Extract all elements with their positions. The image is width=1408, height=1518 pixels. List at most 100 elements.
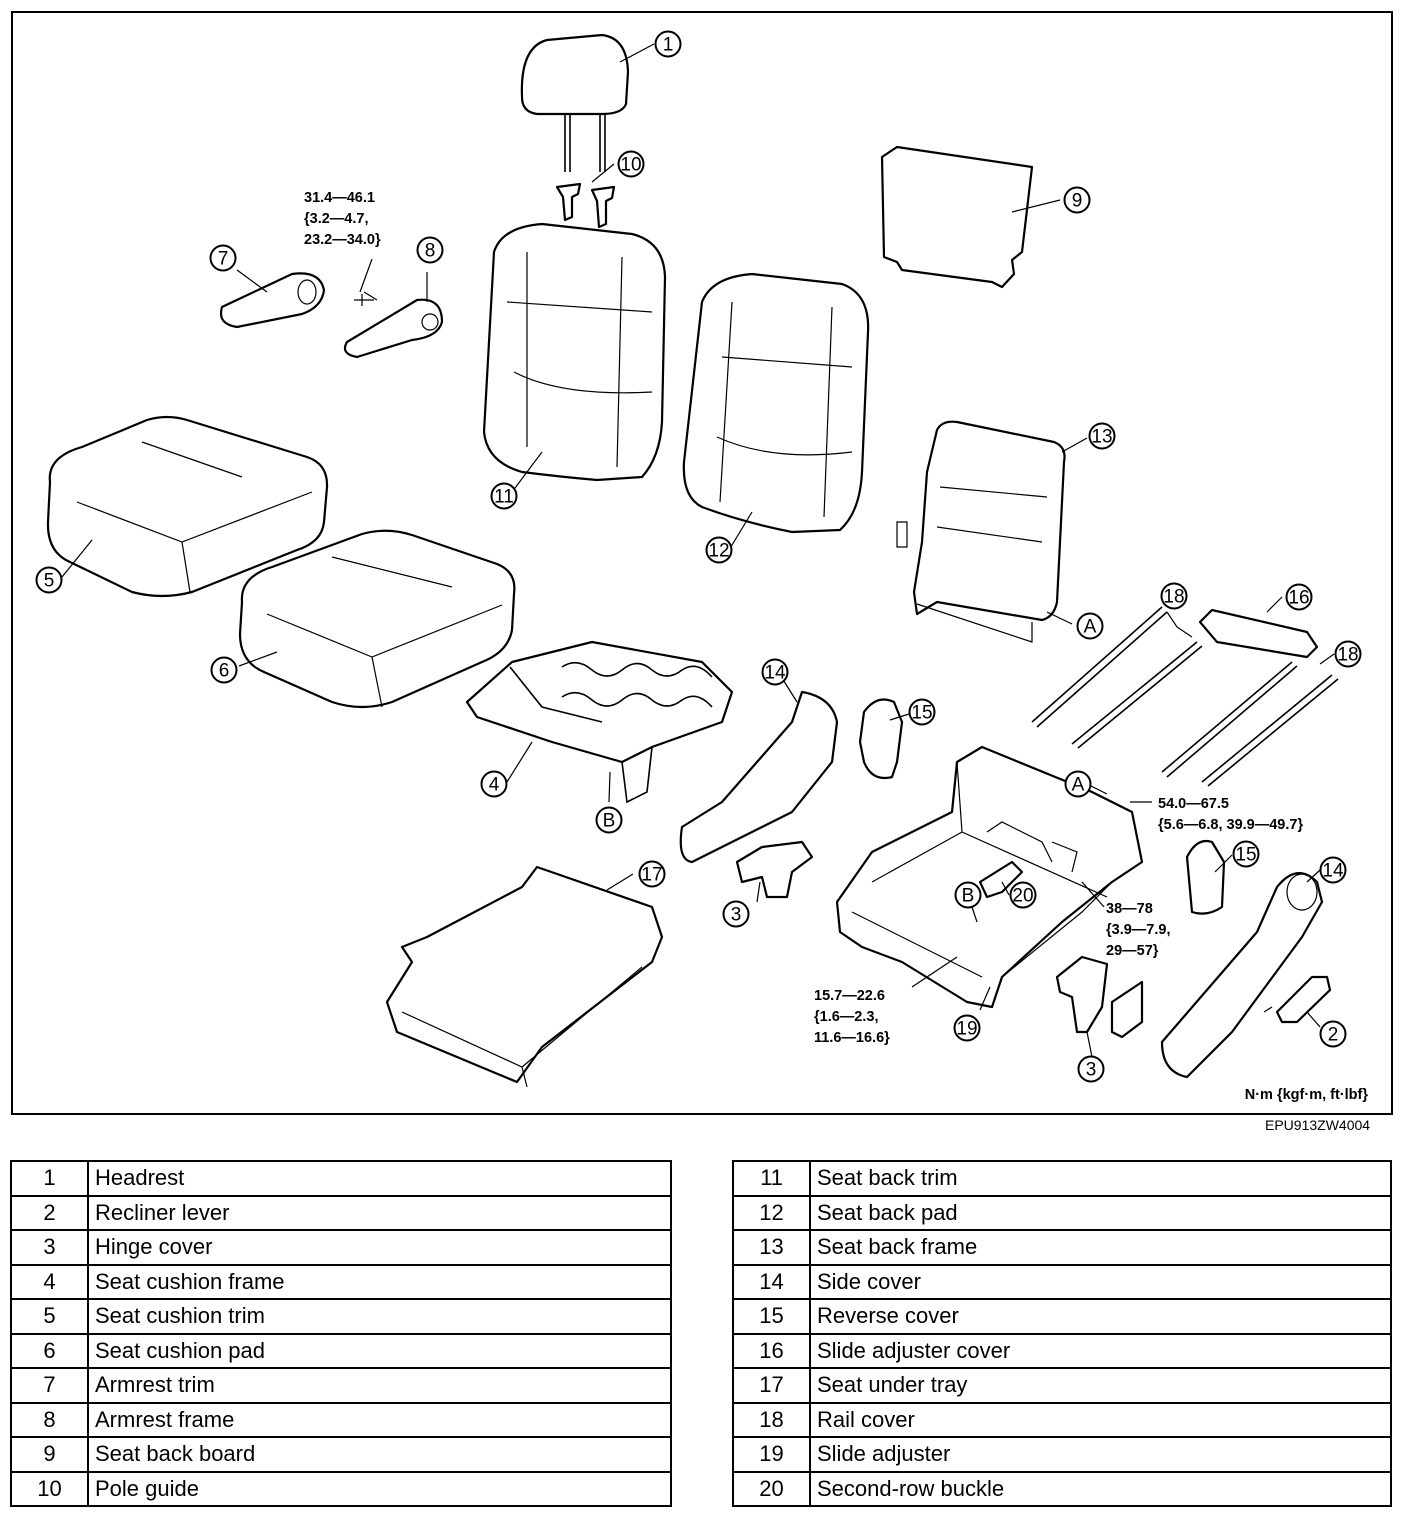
svg-text:11: 11 [494,487,514,508]
part-number: 20 [732,1470,811,1507]
callout-19: 19 [953,1014,981,1042]
callout-17: 17 [638,860,666,888]
part-name: Slide adjuster cover [809,1332,1392,1369]
part-number: 12 [732,1194,811,1231]
svg-text:13: 13 [1091,427,1112,448]
svg-text:B: B [962,886,975,907]
callout-18: 18 [1160,582,1188,610]
svg-text:2: 2 [1328,1025,1339,1046]
part-number: 4 [10,1263,89,1300]
part-number: 8 [10,1401,89,1438]
side-cover-left-part [679,690,839,864]
side-cover-right-part [1160,872,1324,1079]
headrest-part [520,33,630,172]
svg-text:B: B [603,811,616,832]
part-name: Armrest frame [87,1401,672,1438]
part-number: 6 [10,1332,89,1369]
part-number: 9 [10,1436,89,1473]
part-number: 7 [10,1367,89,1404]
part-number: 16 [732,1332,811,1369]
part-number: 15 [732,1298,811,1335]
torque-spec-3: 38—78{3.9—7.9,29—57} [1106,901,1171,959]
svg-text:12: 12 [708,541,729,562]
callout-10: 10 [617,150,645,178]
part-name: Seat cushion frame [87,1263,672,1300]
slide-adjuster-cover-part [1198,608,1319,659]
seat-cushion-pad-part [238,529,516,709]
svg-text:9: 9 [1072,191,1083,212]
callout-3: 3 [722,900,750,928]
svg-text:6: 6 [219,661,230,682]
svg-text:17: 17 [641,865,662,886]
part-name: Seat back board [87,1436,672,1473]
callout-8: 8 [416,236,444,264]
svg-text:20: 20 [1012,886,1033,907]
pole-guide-part [555,182,616,229]
callout-2: 2 [1319,1020,1347,1048]
torque-spec-4: 15.7—22.6{1.6—2.3,11.6—16.6} [814,988,890,1046]
callout-11: 11 [490,482,518,510]
part-number: 2 [10,1194,89,1231]
part-name: Seat back pad [809,1194,1392,1231]
svg-text:15: 15 [911,703,932,724]
part-number: 3 [10,1229,89,1266]
second-row-buckle-part [978,860,1024,899]
part-name: Seat back trim [809,1160,1392,1197]
hinge-cover-right-part [1055,955,1144,1039]
svg-text:18: 18 [1163,587,1184,608]
part-name: Reverse cover [809,1298,1392,1335]
svg-text:4: 4 [489,775,500,796]
part-name: Second-row buckle [809,1470,1392,1507]
callout-1: 1 [654,30,682,58]
part-name: Slide adjuster [809,1436,1392,1473]
callout-12: 12 [705,536,733,564]
part-name: Seat cushion trim [87,1298,672,1335]
svg-text:3: 3 [731,905,742,926]
callout-14: 14 [1319,856,1347,884]
rail-cover-part [1031,606,1339,787]
reverse-cover-right-part [1185,839,1226,915]
torque-labels: 31.4—46.1{3.2—4.7,23.2—34.0} 54.0—67.5{5.… [304,190,1303,1046]
torque-spec-2: 54.0—67.5{5.6—6.8, 39.9—49.7} [1158,796,1303,833]
svg-text:18: 18 [1337,645,1358,666]
svg-text:14: 14 [764,663,786,684]
reverse-cover-part [858,698,904,780]
part-name: Rail cover [809,1401,1392,1438]
callout-4: 4 [480,770,508,798]
callout-B: B [595,806,623,834]
hinge-cover-left-part [735,840,814,899]
part-number: 17 [732,1367,811,1404]
seat-cushion-frame-part [465,640,734,804]
svg-text:A: A [1072,775,1085,796]
part-number: 10 [10,1470,89,1507]
svg-text:16: 16 [1288,588,1309,609]
torque-spec-1: 31.4—46.1{3.2—4.7,23.2—34.0} [304,190,381,248]
part-name: Hinge cover [87,1229,672,1266]
svg-text:8: 8 [425,241,436,262]
seat-back-pad-part [682,272,870,534]
part-name: Seat back frame [809,1229,1392,1266]
callout-3: 3 [1077,1055,1105,1083]
svg-text:1: 1 [663,35,674,56]
callout-14: 14 [761,658,789,686]
seat-back-board-part [880,145,1034,289]
torque-unit-note: N·m {kgf·m, ft·lbf} [1245,1087,1369,1103]
callout-15: 15 [908,698,936,726]
